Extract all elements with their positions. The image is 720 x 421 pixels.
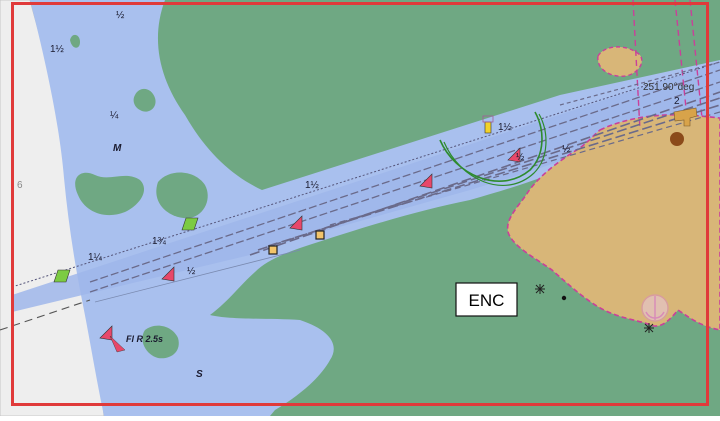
beacon-topmark <box>482 115 494 123</box>
sand-islet <box>597 46 643 77</box>
red-buoy-icon[interactable] <box>419 173 433 189</box>
light-characteristic-label: Fl R 2.5s <box>126 334 163 344</box>
green-buoy-icon[interactable] <box>53 269 71 283</box>
seabed-quality-label: M <box>113 143 122 154</box>
sounding-label: 1¾ <box>152 236 167 247</box>
restricted-area-boundary <box>632 0 641 131</box>
sounding-label: ½ <box>562 144 571 155</box>
channel-limit-line <box>267 104 720 247</box>
sounding-label: ½ <box>187 266 196 277</box>
channel-limit-line <box>249 91 720 256</box>
pier-structure-icon[interactable] <box>673 107 698 127</box>
red-buoy-icon[interactable] <box>99 325 113 341</box>
green-island <box>133 88 156 112</box>
turning-circle-arc <box>443 113 547 187</box>
green-island <box>70 34 80 48</box>
orange-square-marker-icon[interactable] <box>268 245 278 255</box>
star-obstruction-icon <box>535 284 545 294</box>
red-buoy-icon[interactable] <box>507 147 521 163</box>
light-flare-icon <box>109 335 126 353</box>
seabed-quality-label: S <box>196 369 203 380</box>
green-island <box>75 172 145 216</box>
sounding-label: 2 <box>674 96 680 107</box>
channel-limit-line <box>257 97 720 251</box>
yellow-beacon-icon[interactable] <box>484 121 492 134</box>
enc-badge[interactable]: ENC <box>455 282 518 317</box>
depth-contour-line <box>0 299 91 331</box>
star-obstruction-icon <box>644 323 654 333</box>
channel-limit-line <box>89 69 720 283</box>
green-buoy-icon[interactable] <box>181 217 199 231</box>
red-buoy-icon[interactable] <box>161 266 175 282</box>
sounding-label: ½ <box>516 152 525 163</box>
sounding-label: ½ <box>116 10 125 21</box>
channel-limit-line <box>89 81 720 293</box>
red-buoy-icon[interactable] <box>289 215 303 231</box>
side-number-label: 6 <box>17 180 23 191</box>
chart-frame-border <box>11 2 709 406</box>
rock-dot-icon <box>561 295 567 301</box>
green-island <box>142 325 179 359</box>
sounding-label: 1½ <box>498 122 513 133</box>
brown-tower-icon[interactable] <box>670 132 684 146</box>
channel-limit-line <box>329 111 720 226</box>
bearing-readout: 251.90°deg <box>643 82 694 93</box>
orange-square-marker-icon[interactable] <box>315 230 325 240</box>
sounding-label: 1½ <box>50 44 65 55</box>
restricted-area-boundary <box>674 0 689 129</box>
sounding-label: 1½ <box>305 180 320 191</box>
green-island <box>156 172 208 219</box>
sounding-label: 1¼ <box>88 251 103 263</box>
depth-contour-line <box>94 249 301 303</box>
anchorage-icon <box>641 294 669 322</box>
sand-land-right <box>506 113 720 331</box>
enc-badge-label: ENC <box>469 291 505 310</box>
sounding-label: ¼ <box>110 109 119 121</box>
